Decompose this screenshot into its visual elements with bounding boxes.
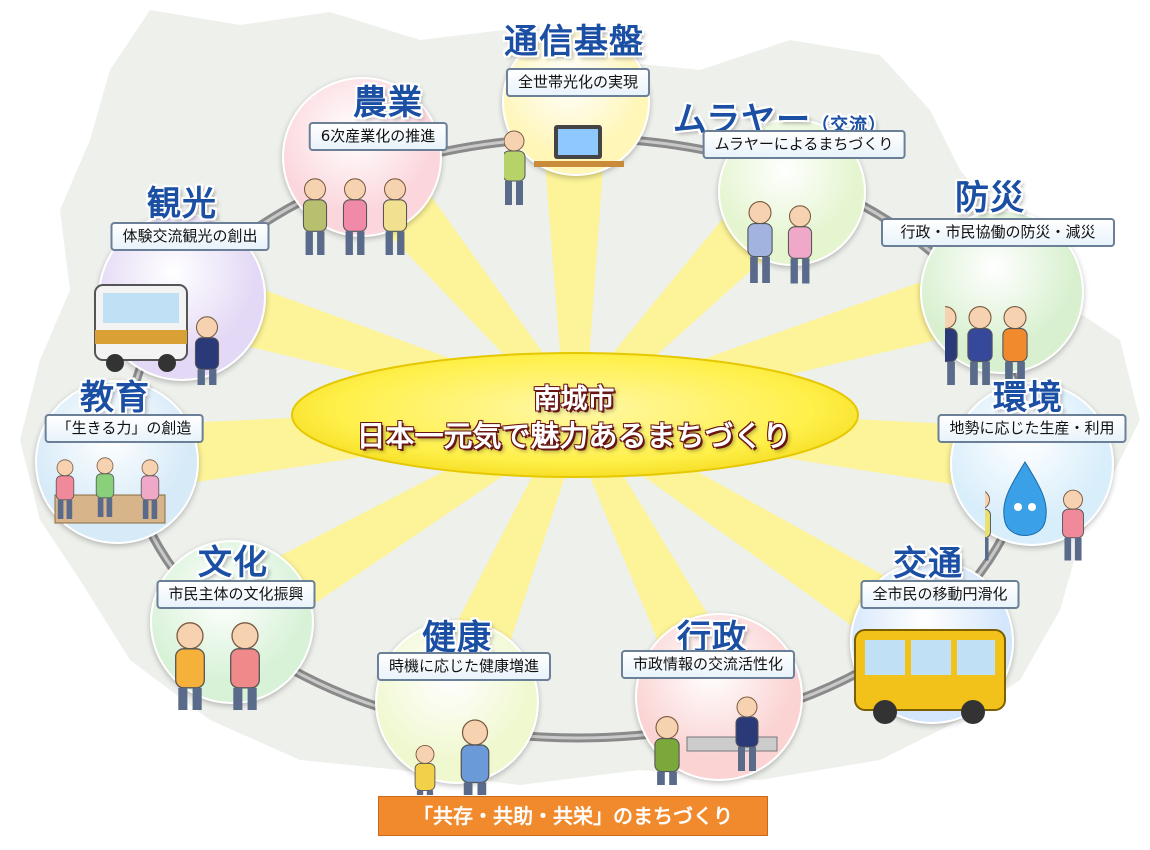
water-drop-mascot-icon: [985, 461, 1084, 561]
students-icon: [54, 457, 166, 524]
node-title: 教育: [80, 370, 150, 419]
node-subtitle: 体験交流観光の創出: [110, 222, 270, 251]
node-title: 防災: [955, 170, 1025, 219]
node-subtitle: 時機に応じた健康増進: [376, 652, 552, 681]
farmers-icon: [302, 178, 408, 255]
node-title: 健康: [422, 610, 492, 659]
node-title: 観光: [147, 176, 217, 225]
ray-tsushin: [540, 99, 608, 416]
node-subtitle: 全世帯光化の実現: [505, 68, 651, 97]
node-subtitle: 市政情報の交流活性化: [620, 650, 796, 679]
node-title-text: 防災: [955, 178, 1025, 218]
walking-people-icon: [747, 201, 813, 284]
node-subtitle: 全市民の移動円滑化: [860, 580, 1020, 609]
node-subtitle: 地勢に応じた生産・利用: [937, 414, 1127, 443]
center-slogan: 日本一元気で魅力あるまちづくり: [356, 419, 792, 453]
police-firefighter-icon: [945, 306, 1028, 385]
tour-bus-icon: [94, 284, 220, 385]
node-subtitle: 市民主体の文化振興: [156, 580, 316, 609]
center-city-name: 南城市: [533, 384, 615, 415]
bus-icon: [854, 629, 1006, 724]
node-title-text: 通信基盤: [504, 22, 644, 62]
footer-banner: 「共存・共助・共栄」のまちづくり: [378, 796, 768, 836]
node-subtitle: 行政・市民協働の防災・減災: [881, 218, 1115, 247]
node-subtitle: 6次産業化の推進: [308, 122, 448, 151]
node-circle: [375, 620, 539, 784]
node-title-text: 健康: [422, 618, 492, 658]
node-title: 環境: [993, 370, 1063, 419]
computer-user-icon: [504, 125, 624, 205]
counter-service-icon: [654, 696, 778, 785]
node-title: 通信基盤: [504, 14, 644, 63]
node-title: 文化: [198, 535, 268, 584]
node-title-text: 交通: [893, 544, 963, 584]
center-ellipse: [291, 352, 859, 478]
node-title: 農業: [353, 75, 423, 124]
node-title-text: 観光: [147, 184, 217, 224]
center-text: 南城市 日本一元気で魅力あるまちづくり: [292, 355, 856, 477]
exercise-icon: [414, 719, 490, 795]
node-title: 交通: [893, 536, 963, 585]
node-subtitle: ムラヤーによるまちづくり: [702, 130, 906, 159]
node-title-text: 文化: [198, 543, 268, 583]
node-title-text: 教育: [80, 378, 150, 418]
node-title-text: 環境: [993, 378, 1063, 418]
elderly-couple-icon: [175, 622, 260, 710]
node-title-text: 農業: [353, 83, 423, 123]
node-subtitle: 「生きる力」の創造: [44, 414, 204, 443]
